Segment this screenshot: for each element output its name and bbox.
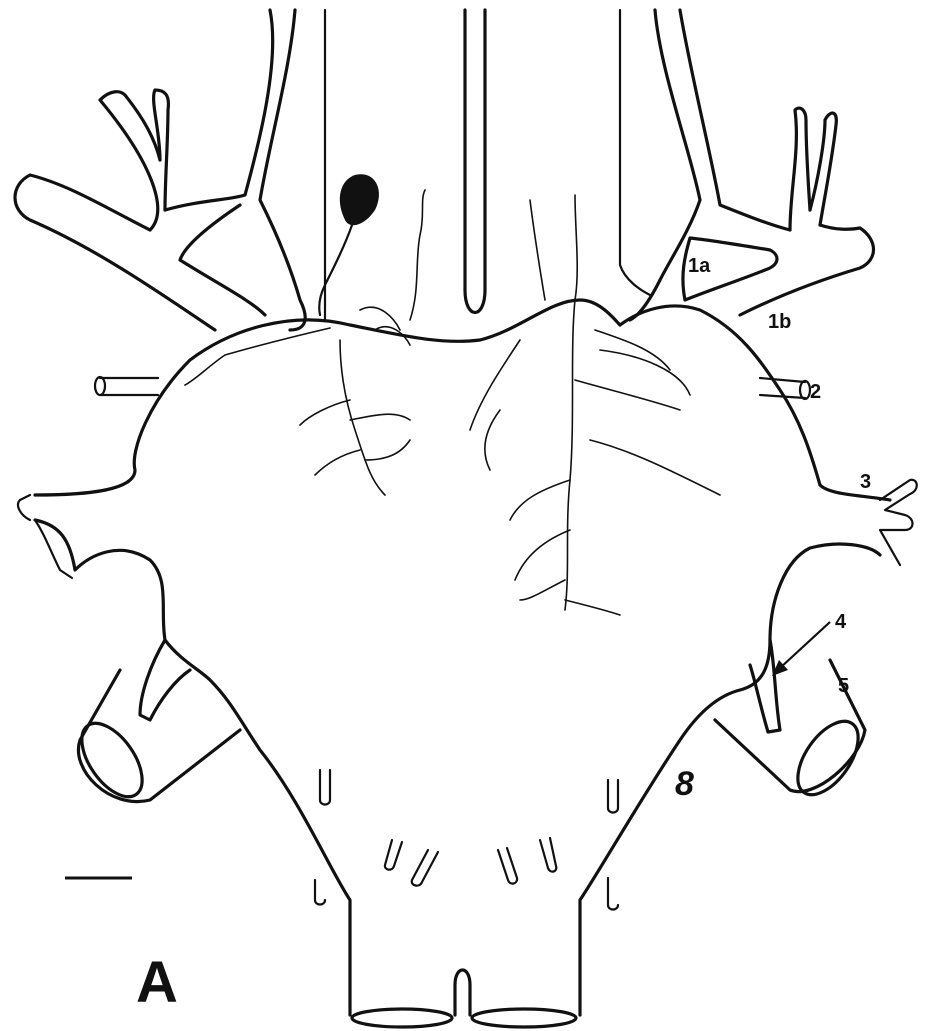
label-1a: 1a [688, 255, 711, 277]
label-1b: 1b [768, 311, 791, 333]
dendritic-arbor-right [470, 195, 720, 615]
bottom-connectives [352, 1009, 576, 1027]
label-5: 5 [838, 675, 849, 697]
arrow-label-4 [772, 622, 830, 676]
ganglion-outline [35, 300, 890, 1015]
label-2: 2 [810, 381, 821, 403]
nerve-tract-upper-right [620, 10, 874, 320]
ventral-stubs [315, 770, 618, 910]
panel-letter: A [136, 950, 178, 1015]
label-8: 8 [675, 765, 694, 803]
median-tract [465, 10, 485, 313]
nerve-tract-upper-left [15, 10, 325, 330]
label-3: 3 [860, 471, 871, 493]
label-4: 4 [835, 611, 847, 633]
neuron-soma [319, 174, 379, 315]
